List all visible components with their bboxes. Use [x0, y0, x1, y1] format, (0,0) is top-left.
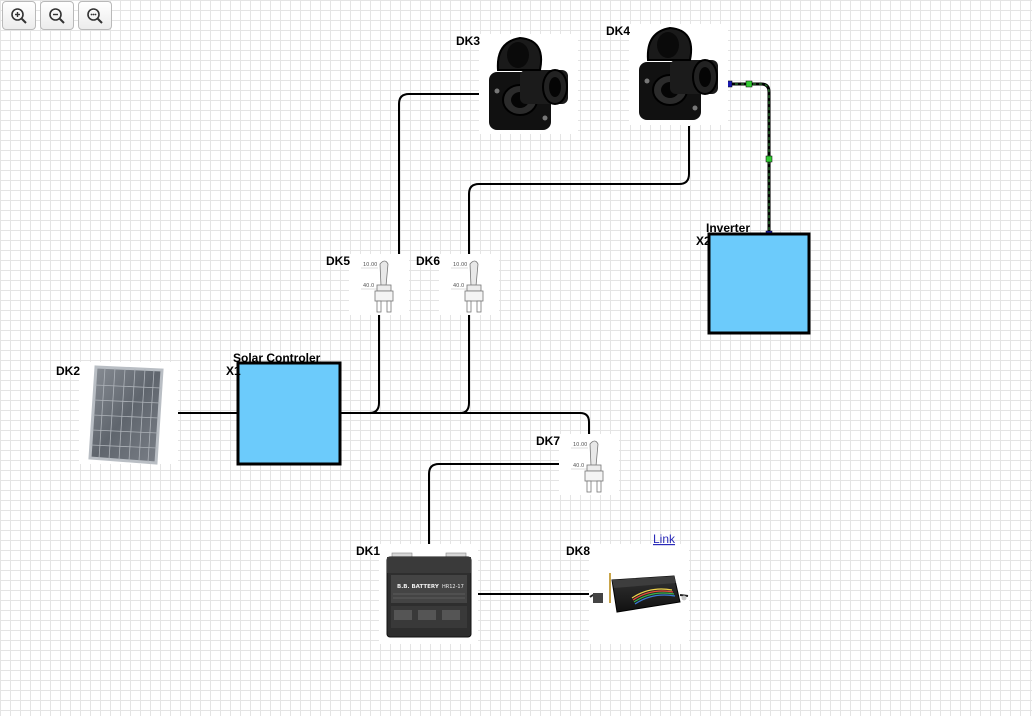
x2-inverter[interactable]: Inverter X2 [696, 221, 811, 335]
wire-dk4-inverter-selected[interactable] [729, 82, 771, 234]
selection-handles [725, 80, 773, 238]
dk8-label: DK8 [566, 544, 590, 558]
dk3-power-socket[interactable]: DK3 [456, 34, 578, 134]
dk1-brand: B.B. BATTERY [397, 584, 440, 590]
dk6-label: DK6 [416, 254, 440, 268]
dk5-scale-top: 10.00 [363, 262, 377, 268]
x1-solar-controller[interactable]: Solar Controler X1 [226, 351, 342, 466]
x1-ref: X1 [226, 364, 241, 378]
dk7-label: DK7 [536, 434, 560, 448]
zoom-fit-icon [87, 7, 103, 24]
dk3-label: DK3 [456, 34, 480, 48]
wire-x1-bus[interactable] [340, 412, 590, 434]
wire-bus-dk6[interactable] [459, 315, 470, 414]
zoom-in-icon [11, 7, 27, 24]
dk2-solar-panel[interactable]: DK2 [56, 362, 178, 465]
zoom-in-button[interactable] [2, 1, 36, 30]
dk2-label: DK2 [56, 364, 80, 378]
dk1-model: HR12-17 [442, 584, 464, 590]
handle-mid[interactable] [765, 155, 773, 163]
x2-ref: X2 [696, 234, 711, 248]
wire-bus-dk5[interactable] [368, 315, 380, 414]
x2-name: Inverter [706, 221, 750, 235]
wire-dk5-dk3[interactable] [398, 93, 480, 254]
dk6-scale-top: 10.00 [453, 262, 467, 268]
dk7-toggle-switch[interactable]: 10.00 40.0 DK7 [536, 434, 619, 495]
dk1-label: DK1 [356, 544, 380, 558]
dk6-scale-bottom: 40.0 [453, 283, 464, 289]
dk8-link[interactable]: Link [653, 532, 676, 546]
wires [178, 82, 771, 595]
zoom-out-button[interactable] [40, 1, 74, 30]
dk5-scale-bottom: 40.0 [363, 283, 374, 289]
dk7-scale-bottom: 40.0 [573, 463, 584, 469]
dk1-battery[interactable]: B.B. BATTERY HR12-17 DK1 [356, 544, 478, 644]
dk4-power-socket[interactable]: DK4 [606, 24, 728, 125]
dk8-inverter-device[interactable]: DK8 Link [566, 532, 689, 644]
dk6-toggle-switch[interactable]: 10.00 40.0 DK6 [416, 254, 499, 315]
zoom-out-icon [49, 7, 65, 24]
wire-dk6-dk4[interactable] [468, 126, 690, 254]
zoom-toolbar [2, 1, 112, 30]
dk5-label: DK5 [326, 254, 350, 268]
dk5-toggle-switch[interactable]: 10.00 40.0 DK5 [326, 254, 409, 315]
handle-bend[interactable] [745, 80, 753, 88]
x1-name: Solar Controler [233, 351, 321, 365]
dk7-scale-top: 10.00 [573, 442, 587, 448]
dk4-label: DK4 [606, 24, 630, 38]
wire-dk7-dk1[interactable] [428, 463, 560, 544]
zoom-fit-button[interactable] [78, 1, 112, 30]
